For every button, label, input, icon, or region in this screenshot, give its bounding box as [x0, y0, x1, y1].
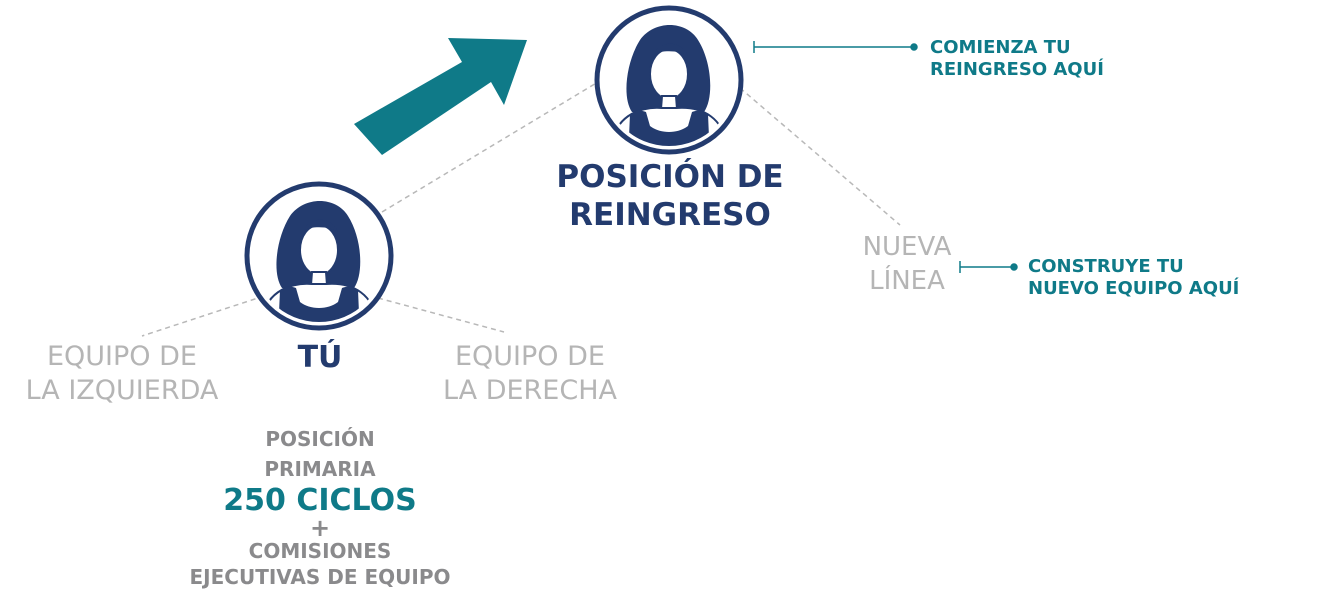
left-team-label: EQUIPO DE LA IZQUIERDA — [2, 340, 242, 408]
primary-line3: COMISIONES — [248, 539, 392, 563]
left-team-line1: EQUIPO DE — [46, 341, 197, 372]
primary-line4: EJECUTIVAS DE EQUIPO — [189, 565, 451, 589]
new-line-callout-line2: NUEVO EQUIPO AQUÍ — [1028, 278, 1240, 299]
reentry-callout-line1: COMIENZA TU — [930, 37, 1071, 58]
reentry-title-line2: REINGRESO — [569, 197, 771, 233]
right-team-label: EQUIPO DE LA DERECHA — [420, 340, 640, 408]
right-team-line2: LA DERECHA — [442, 375, 617, 406]
right-team-line1: EQUIPO DE — [454, 341, 605, 372]
left-team-line2: LA IZQUIERDA — [25, 375, 219, 406]
connector-you-to-reentry — [381, 81, 599, 213]
reentry-position-title: POSICIÓN DE REINGRESO — [540, 158, 800, 234]
woman-avatar-icon — [244, 181, 394, 331]
connector-reentry-to-newline — [739, 87, 901, 226]
new-line-callout: CONSTRUYE TU NUEVO EQUIPO AQUÍ — [1028, 256, 1239, 300]
woman-avatar-icon — [594, 5, 744, 155]
primary-line1: POSICIÓN — [265, 427, 375, 451]
primary-cycles: 250 CICLOS — [223, 483, 417, 518]
you-label: TÚ — [297, 340, 343, 375]
primary-position-block: POSICIÓN PRIMARIA 250 CICLOS + COMISIONE… — [170, 424, 470, 590]
callout-dot-reentry — [910, 43, 918, 51]
reentry-callout: COMIENZA TU REINGRESO AQUÍ — [930, 37, 1104, 81]
up-right-arrow-icon — [354, 38, 527, 155]
connector-you-to-right-team — [377, 297, 505, 333]
reentry-callout-line2: REINGRESO AQUÍ — [930, 59, 1104, 80]
new-line-label-line1: NUEVA — [862, 232, 952, 262]
new-line-label: NUEVA LÍNEA — [846, 230, 968, 298]
reentry-title-line1: POSICIÓN DE — [556, 159, 784, 195]
new-line-label-line2: LÍNEA — [869, 266, 945, 296]
connector-you-to-left-team — [141, 295, 265, 337]
primary-line2: PRIMARIA — [264, 457, 376, 481]
primary-plus: + — [309, 514, 331, 542]
new-line-callout-line1: CONSTRUYE TU — [1028, 256, 1184, 277]
callout-dot-newline — [1010, 263, 1018, 271]
